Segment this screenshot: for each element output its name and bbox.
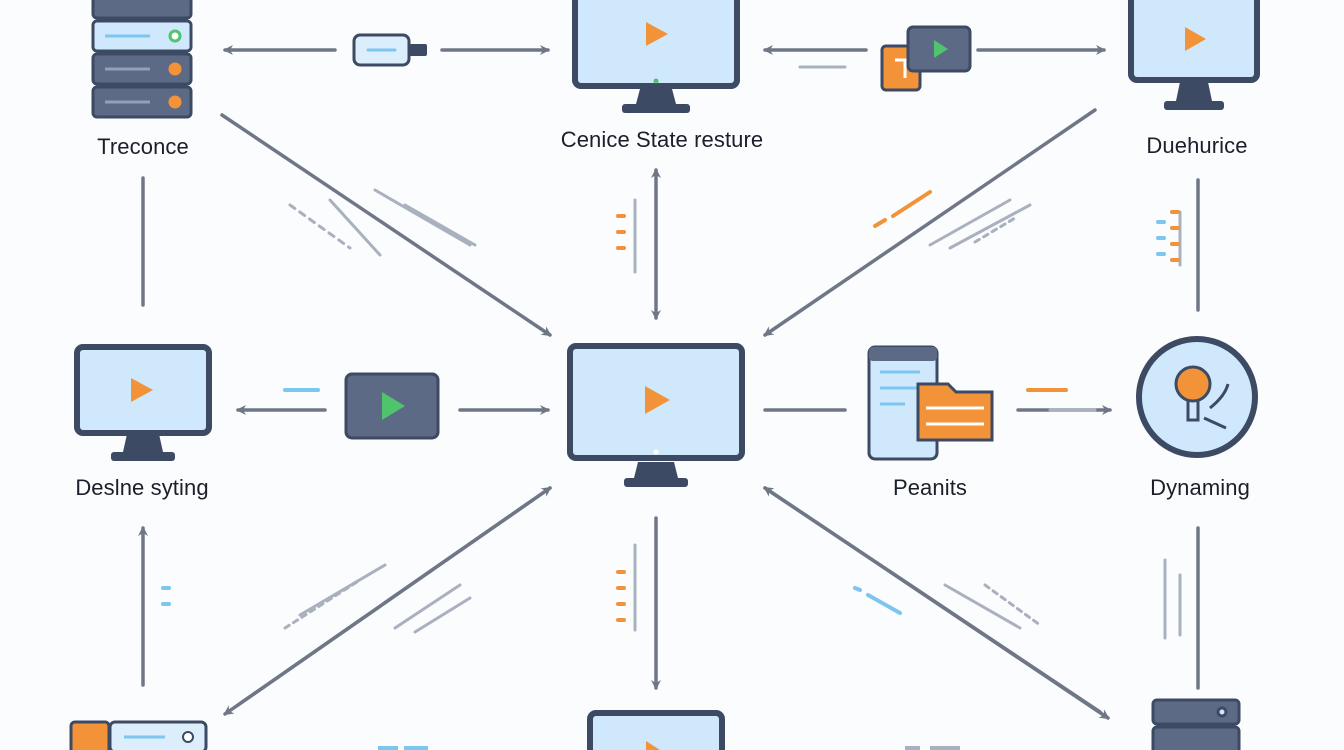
arrow-bottom-right-to-center xyxy=(763,486,1102,714)
document-icon xyxy=(69,720,111,750)
monitor-icon xyxy=(587,710,725,750)
arrow-top-right-to-center xyxy=(763,108,1097,337)
label-mid-left: Deslne syting xyxy=(75,475,209,500)
label-mid-center-right: Peanits xyxy=(892,475,968,500)
video-player-icon xyxy=(906,25,972,73)
server-icon xyxy=(91,0,193,119)
label-mid-right: Dynaming xyxy=(1150,475,1250,500)
monitor-icon xyxy=(572,0,740,113)
label-top-center: Cenice State resture xyxy=(560,127,764,152)
connectors xyxy=(138,45,1200,720)
monitor-icon xyxy=(567,343,745,487)
monitor-icon xyxy=(1128,0,1260,110)
folder-icon xyxy=(916,382,994,442)
color-ticks xyxy=(161,190,1180,622)
label-top-left: Treconce xyxy=(97,134,189,159)
server-icon xyxy=(1151,698,1241,750)
arrow-top-left-to-center xyxy=(220,113,552,337)
arrow-center-from-bottom-left xyxy=(236,486,552,707)
server-icon xyxy=(108,720,208,750)
monitor-icon xyxy=(74,344,212,461)
label-top-right: Duehurice xyxy=(1146,133,1248,158)
video-player-icon xyxy=(344,372,440,440)
hatch-marks xyxy=(283,65,1182,640)
lightbulb-icon xyxy=(1136,336,1258,458)
usb-drive-icon xyxy=(352,33,427,67)
